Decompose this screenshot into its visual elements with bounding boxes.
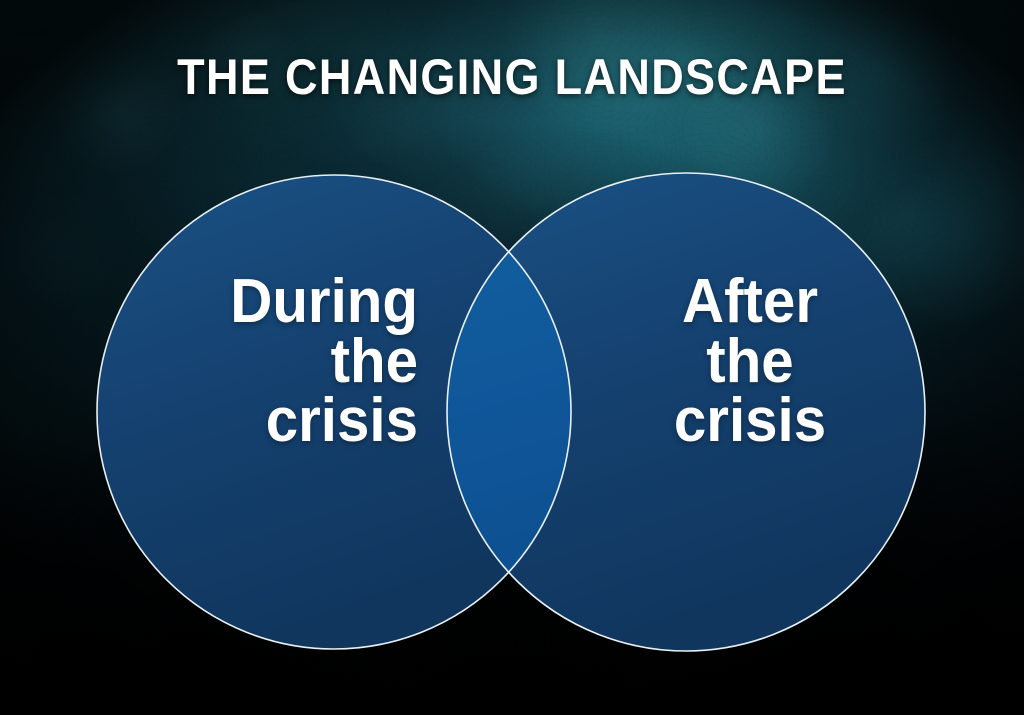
venn-circle-right[interactable] bbox=[447, 173, 925, 651]
venn-circle-left[interactable] bbox=[97, 175, 571, 649]
venn-circle-right-outline bbox=[446, 172, 926, 652]
venn-circle-left-outline bbox=[96, 174, 572, 650]
slide-title: THE CHANGING LANDSCAPE bbox=[177, 49, 847, 105]
